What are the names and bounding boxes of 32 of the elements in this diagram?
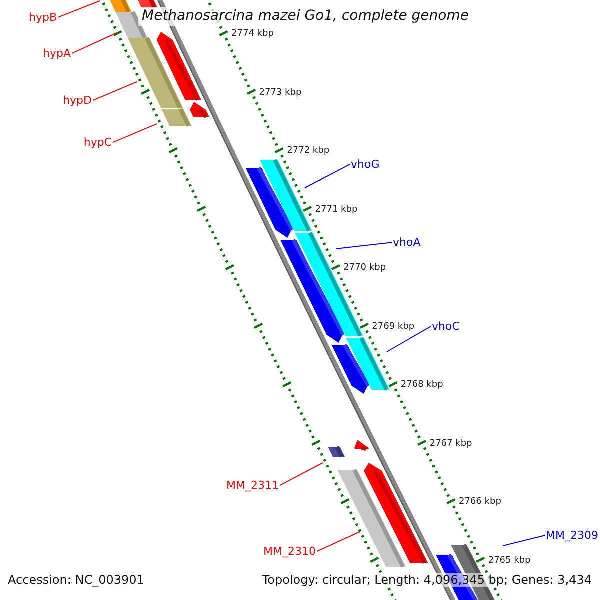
leader-line	[386, 326, 432, 352]
scale-label: 2772 kbp	[287, 146, 330, 157]
genome-stats-text: Topology: circular; Length: 4,096,345 bp; Genes: 3,434	[262, 573, 592, 588]
leader-line	[112, 124, 158, 144]
scale-label: 2768 kbp	[400, 380, 444, 391]
leader-line	[316, 532, 360, 552]
leader-line	[58, 0, 100, 18]
gene-label: MM_2311	[226, 479, 279, 492]
leader-line	[336, 242, 392, 250]
gene-label: vhoA	[393, 236, 421, 250]
leader-line	[92, 82, 138, 102]
leader-line	[502, 535, 546, 546]
gene-label: hypC	[84, 136, 112, 150]
gene-label: hypD	[63, 94, 92, 108]
leader-line	[72, 32, 118, 54]
gene-label: MM_2310	[264, 545, 316, 558]
accession-text: Accession: NC_003901	[8, 573, 144, 588]
scale-label: 2773 kbp	[259, 88, 302, 98]
gene-label: vhoG	[351, 158, 380, 172]
gene-label: MM_2309	[546, 529, 598, 542]
scale-label: 2765 kbp	[488, 556, 531, 566]
scale-label: 2771 kbp	[315, 204, 358, 216]
leader-line	[304, 164, 350, 188]
gene-label: vhoC	[432, 320, 460, 334]
scale-label: 2770 kbp	[344, 263, 386, 274]
scale-label: 2766 kbp	[459, 497, 502, 508]
gene-label: hypA	[43, 47, 71, 60]
scale-label: 2769 kbp	[372, 322, 415, 332]
scale-label: 2767 kbp	[430, 438, 472, 450]
gene-label: hypB	[28, 11, 57, 24]
leader-line	[280, 462, 324, 486]
scale-label: 2774 kbp	[232, 29, 274, 40]
